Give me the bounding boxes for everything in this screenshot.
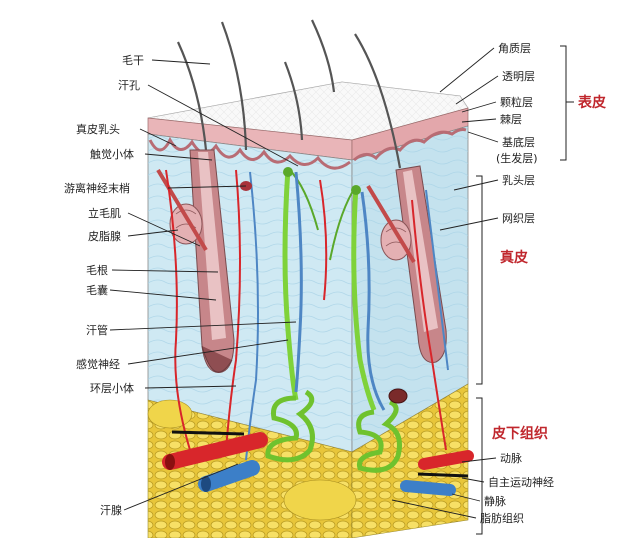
label-sensory-nerve: 感觉神经 — [76, 357, 120, 371]
label-autonomic-nerve: 自主运动神经 — [488, 475, 554, 489]
label-stratum-granulosum: 颗粒层 — [500, 95, 533, 109]
hair-shafts — [176, 19, 402, 169]
label-vein: 静脉 — [484, 494, 506, 508]
region-brackets — [476, 45, 574, 535]
label-dermal-papilla: 真皮乳头 — [76, 122, 120, 136]
dermal-vessels — [165, 169, 449, 461]
pacinian-corpuscle — [388, 388, 408, 404]
label-arrector-pili: 立毛肌 — [88, 206, 121, 220]
leader-lines — [109, 47, 499, 519]
sweat-ducts — [294, 171, 386, 411]
label-stratum-spinosum: 棘层 — [500, 113, 522, 126]
sweat-gland — [265, 389, 402, 473]
autonomic-nerve — [171, 430, 469, 478]
label-hypodermis: 皮下组织 — [491, 425, 548, 442]
hair-follicle-right — [366, 165, 447, 363]
label-sweat-pore: 汗孔 — [118, 79, 140, 92]
label-reticular-layer: 网织层 — [502, 212, 535, 225]
hair-follicle-left — [156, 149, 235, 373]
label-dermis: 真皮 — [500, 249, 528, 266]
label-hair-shaft: 毛干 — [122, 54, 144, 67]
label-germinative-layer: (生发层) — [496, 151, 538, 165]
left-labels: 毛干 汗孔 真皮乳头 触觉小体 游离神经末梢 立毛肌 皮脂腺 毛根 毛囊 汗管 … — [64, 54, 144, 517]
label-adipose-tissue: 脂肪组织 — [480, 511, 524, 525]
label-sweat-duct: 汗管 — [86, 323, 108, 337]
label-hair-root: 毛根 — [86, 263, 108, 277]
label-artery: 动脉 — [500, 451, 522, 465]
label-tactile-corpuscle: 触觉小体 — [90, 147, 134, 161]
right-labels: 角质层 透明层 颗粒层 棘层 基底层 (生发层) 乳头层 网织层 动脉 自主运动… — [480, 42, 554, 525]
vein-vessel — [198, 460, 456, 496]
label-stratum-corneum: 角质层 — [498, 42, 531, 55]
label-stratum-basale: 基底层 — [502, 135, 535, 149]
label-stratum-lucidum: 透明层 — [502, 70, 535, 83]
artery-vessel — [162, 432, 474, 470]
label-hair-follicle: 毛囊 — [86, 283, 108, 297]
label-epidermis: 表皮 — [577, 94, 606, 111]
label-papillary-layer: 乳头层 — [502, 174, 535, 187]
label-lamellar-corpuscle: 环层小体 — [90, 381, 134, 395]
label-sweat-gland: 汗腺 — [100, 503, 122, 517]
label-sebaceous-gland: 皮脂腺 — [88, 229, 121, 243]
label-free-nerve-ending: 游离神经末梢 — [64, 181, 130, 195]
region-labels: 表皮 真皮 皮下组织 — [491, 94, 606, 442]
